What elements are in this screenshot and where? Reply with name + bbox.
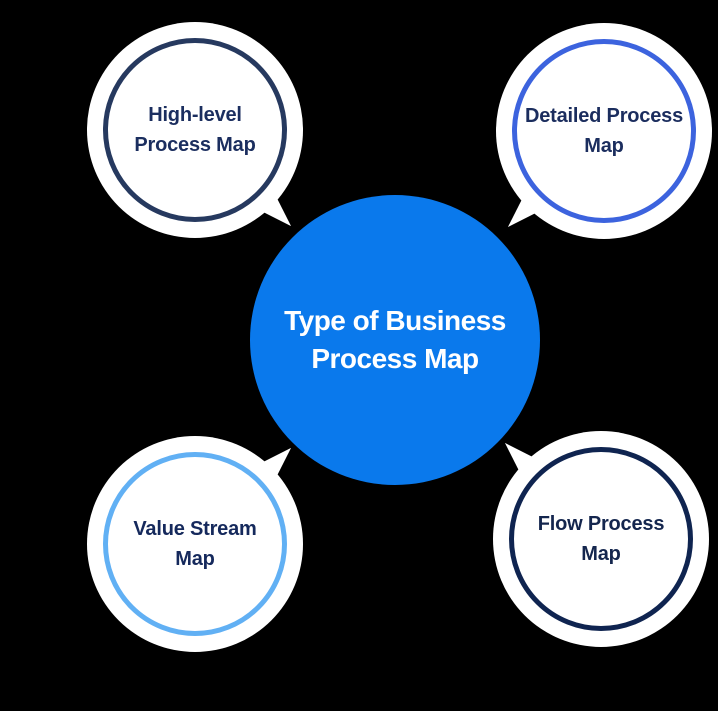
node-label-line: Map (581, 543, 621, 565)
center-node-label: Type of Business Process Map (284, 302, 506, 378)
center-label-line: Type of Business (284, 305, 506, 336)
node-ring (103, 38, 287, 222)
node-high-level-process-map: High-level Process Map (87, 22, 303, 238)
node-ring (512, 39, 696, 223)
node-value-stream-map: Value Stream Map (87, 436, 303, 652)
node-detailed-process-map: Detailed Process Map (496, 23, 712, 239)
node-flow-process-map: Flow Process Map (493, 431, 709, 647)
node-label: Value Stream Map (87, 436, 303, 652)
node-label-line: High-level (148, 104, 242, 126)
node-label: High-level Process Map (87, 22, 303, 238)
node-label-line: Map (175, 548, 215, 570)
node-label-line: Value Stream (133, 518, 257, 540)
node-label-line: Map (584, 135, 624, 157)
node-label: Detailed Process Map (496, 23, 712, 239)
node-label-line: Process Map (134, 134, 256, 156)
node-label-line: Flow Process (537, 513, 665, 535)
node-label: Flow Process Map (493, 431, 709, 647)
node-ring (509, 447, 693, 631)
node-ring (103, 452, 287, 636)
center-label-line: Process Map (311, 343, 479, 374)
node-label-line: Detailed Process (525, 105, 683, 127)
center-node-type-of-business-process-map: Type of Business Process Map (250, 195, 540, 485)
